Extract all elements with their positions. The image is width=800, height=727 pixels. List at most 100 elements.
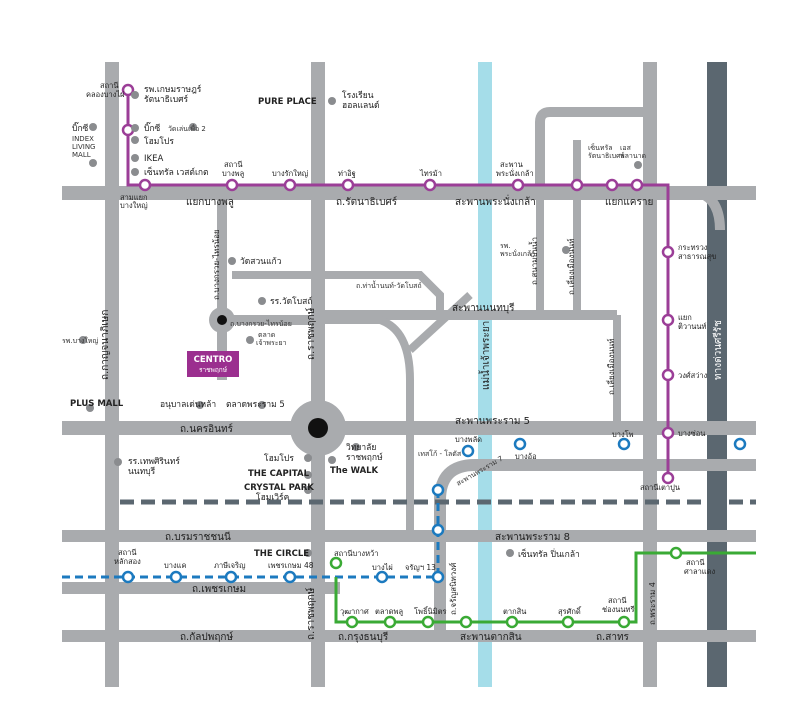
road-liang-mueang-2: ถ.เลี่ยงเมืองนนท์ (605, 338, 616, 395)
lm-rr-wat-bot: รร.วัดโบสถ์ (270, 296, 312, 307)
centro-box (187, 351, 239, 377)
lm-westgate: เซ็นทรัล เวสต์เกต (144, 166, 209, 178)
road-tha-nam-non: ถ.ท่าน้ำนนท์-วัดโบสถ์ (356, 279, 422, 290)
lm-big-c: บิ๊กซี (144, 121, 161, 134)
lm-central-rattana: เซ็นทรัลรัตนาธิเบศร์ (588, 143, 625, 160)
label-tha-it: ท่าอิฐ (338, 169, 356, 178)
road-phetkasem: ถ.เพชรเกษม (192, 584, 246, 595)
lm-holland-school: โรงเรียนฮอลแลนด์ (342, 90, 380, 111)
station-tiwanon (661, 313, 675, 327)
label-taksin: ตากสิน (503, 607, 526, 616)
road-ratchaphruek-south: ถ.ราชพฤกษ์ (305, 587, 317, 640)
road-ratchaphruek: ถ.ราชพฤกษ์ (305, 307, 317, 360)
purple-line (126, 90, 670, 478)
road-charan: ถ.จรัญสนิทวงศ์ (448, 563, 458, 615)
label-bang-phai: บางไผ่ (372, 563, 393, 572)
label-tao-poon: สถานีเตาปูน (640, 483, 680, 492)
label-bang-khae: บางแค (164, 561, 187, 570)
purple-stations (121, 83, 675, 485)
station-phra-nang-klao (511, 178, 525, 192)
label-bang-o: บางอ้อ (515, 452, 537, 461)
station-yaek-nonthaburi (570, 178, 584, 192)
road-kanlapaphruek: ถ.กัลปพฤกษ์ (180, 631, 233, 643)
road-phra-nang-klao-bridge: สะพานพระนั่งเกล้า (455, 194, 536, 208)
road-network (62, 62, 756, 687)
label-pho-nimit: โพธิ์นิมิตร (414, 606, 447, 616)
label-ministry: กระทรวงสาธารณสุข (678, 243, 716, 261)
label-bang-pho: บางโพ (612, 430, 634, 439)
lm-college: วิทยาลัยราชพฤกษ์ (346, 443, 383, 463)
road-rama4: ถ.พระราม 4 (648, 582, 657, 625)
label-klong-bang-phai: สถานีคลองบางไผ่ (86, 81, 125, 99)
label-wong-sawang: วงศ์สว่าง (678, 371, 708, 380)
landmark-dots (79, 91, 642, 557)
roundabout-ratchaphruek-dot (308, 418, 328, 438)
lm-homepro-mid: โฮมโปร (264, 453, 294, 464)
label-bang-rak-yai: บางรักใหญ่ (272, 169, 308, 178)
lm-pure-place: PURE PLACE (258, 97, 317, 107)
lm-hospital-bang-yai: รพ.บางใหญ่ (62, 336, 98, 345)
centro-sub: ราชพฤกษ์ (199, 366, 228, 374)
station-bang-rak-yai (283, 178, 297, 192)
lm-plus-mall: PLUS MALL (70, 399, 124, 409)
station-klong-bang-phai (121, 83, 135, 97)
road-sanam-bin-nam: ถ.สนามบินน้ำ (528, 237, 539, 285)
road-saphan-taksin: สะพานตากสิน (460, 632, 522, 643)
label-charan13: จรัญฯ 13 (405, 563, 436, 572)
blue-line (62, 490, 440, 579)
road-saphan-rama8: สะพานพระราม 8 (495, 532, 570, 543)
road-boromratchachonnani: ถ.บรมราชชนนี (165, 531, 231, 543)
road-ratanathibet: ถ.รัตนาธิเบศร์ (336, 196, 398, 208)
lm-ikea: IKEA (144, 154, 163, 164)
station-bang-phlu (225, 178, 239, 192)
road-nakhon-in: ถ.นครอินทร์ (180, 423, 234, 435)
lm-rr-thep: รร.เทพศิรินทร์นนทบุรี (128, 456, 180, 477)
label-surasak: สุรศักดิ์ (558, 606, 582, 616)
road-sathon: ถ.สาทร (596, 632, 630, 643)
lm-the-walk: The WALK (330, 466, 379, 476)
road-yaek-khae-rai: แยกแคราย (605, 197, 653, 208)
lm-central-pinklao: เซ็นทรัล ปิ่นเกล้า (518, 548, 580, 560)
lm-tesco-lotus: เทสโก้ - โลตัส (418, 449, 462, 458)
station-bang-son (661, 426, 675, 440)
lm-big-c-left: บิ๊กซี (72, 121, 89, 134)
label-wutthakat: วุฒากาศ (340, 607, 369, 616)
label-phasi-charoen: ภาษีเจริญ (214, 561, 245, 570)
lm-wat: วัดเล่นเพื่อ 2 (168, 124, 206, 133)
label-sam-yaek: สามแยกบางใหญ่ (120, 193, 148, 210)
label-talad-phlu: ตลาดพลู (375, 607, 403, 616)
label-sala-daeng: สถานีศาลาแดง (684, 558, 715, 576)
lm-talad-chao-phraya: ตลาดเจ้าพระยา (256, 331, 287, 347)
green-stations (329, 546, 683, 629)
road-saphan-nonthaburi: สะพานนนทบุรี (452, 302, 515, 314)
label-chong-nonsi: สถานีช่องนนทรี (602, 596, 634, 614)
label-phetkasem48: เพชรเกษม 48 (268, 561, 314, 570)
label-bang-son: บางซ่อน (678, 429, 705, 438)
lm-hospital-pnk: รพ.พระนั่งเกล้า (500, 242, 535, 258)
station-wong-sawang (661, 368, 675, 382)
station-central-rattana (605, 178, 619, 192)
roundabout-center-dot (217, 315, 227, 325)
centro-brand: CENTRO (194, 355, 233, 365)
label-tiwanon: แยกติวานนท์ (678, 313, 707, 331)
road-chao-phraya: แม่น้ำเจ้าพระยา (478, 321, 492, 390)
road-saphan-rama5: สะพานพระราม 5 (455, 416, 530, 427)
lm-the-circle: THE CIRCLE (254, 549, 309, 559)
label-bang-phlat: บางพลัด (455, 435, 482, 444)
lm-homepro-top: โฮมโปร (144, 136, 174, 147)
road-liang-mueang: ถ.เลี่ยงเมืองนนท์ (565, 238, 576, 295)
road-yaek-bang-phlu: แยกบางพลู (186, 197, 234, 208)
label-sai-ma: ไทรม้า (419, 169, 442, 178)
station-tao-poon (661, 471, 675, 485)
lm-crystal-park: CRYSTAL PARK (244, 483, 314, 493)
station-sam-yaek-bang-yai (138, 178, 152, 192)
label-bang-phlu: สถานีบางพลู (222, 160, 244, 178)
road-kanchanaphisek: ถ.กาญจนาภิเษก (100, 310, 111, 380)
blue-stations (121, 437, 747, 584)
lm-the-capital: THE CAPITAL (248, 469, 310, 479)
station-sai-ma (423, 178, 437, 192)
road-expressway: ทางด่วนศรีรัช (712, 320, 724, 380)
label-bang-wa: สถานีบางหว้า (334, 549, 378, 558)
